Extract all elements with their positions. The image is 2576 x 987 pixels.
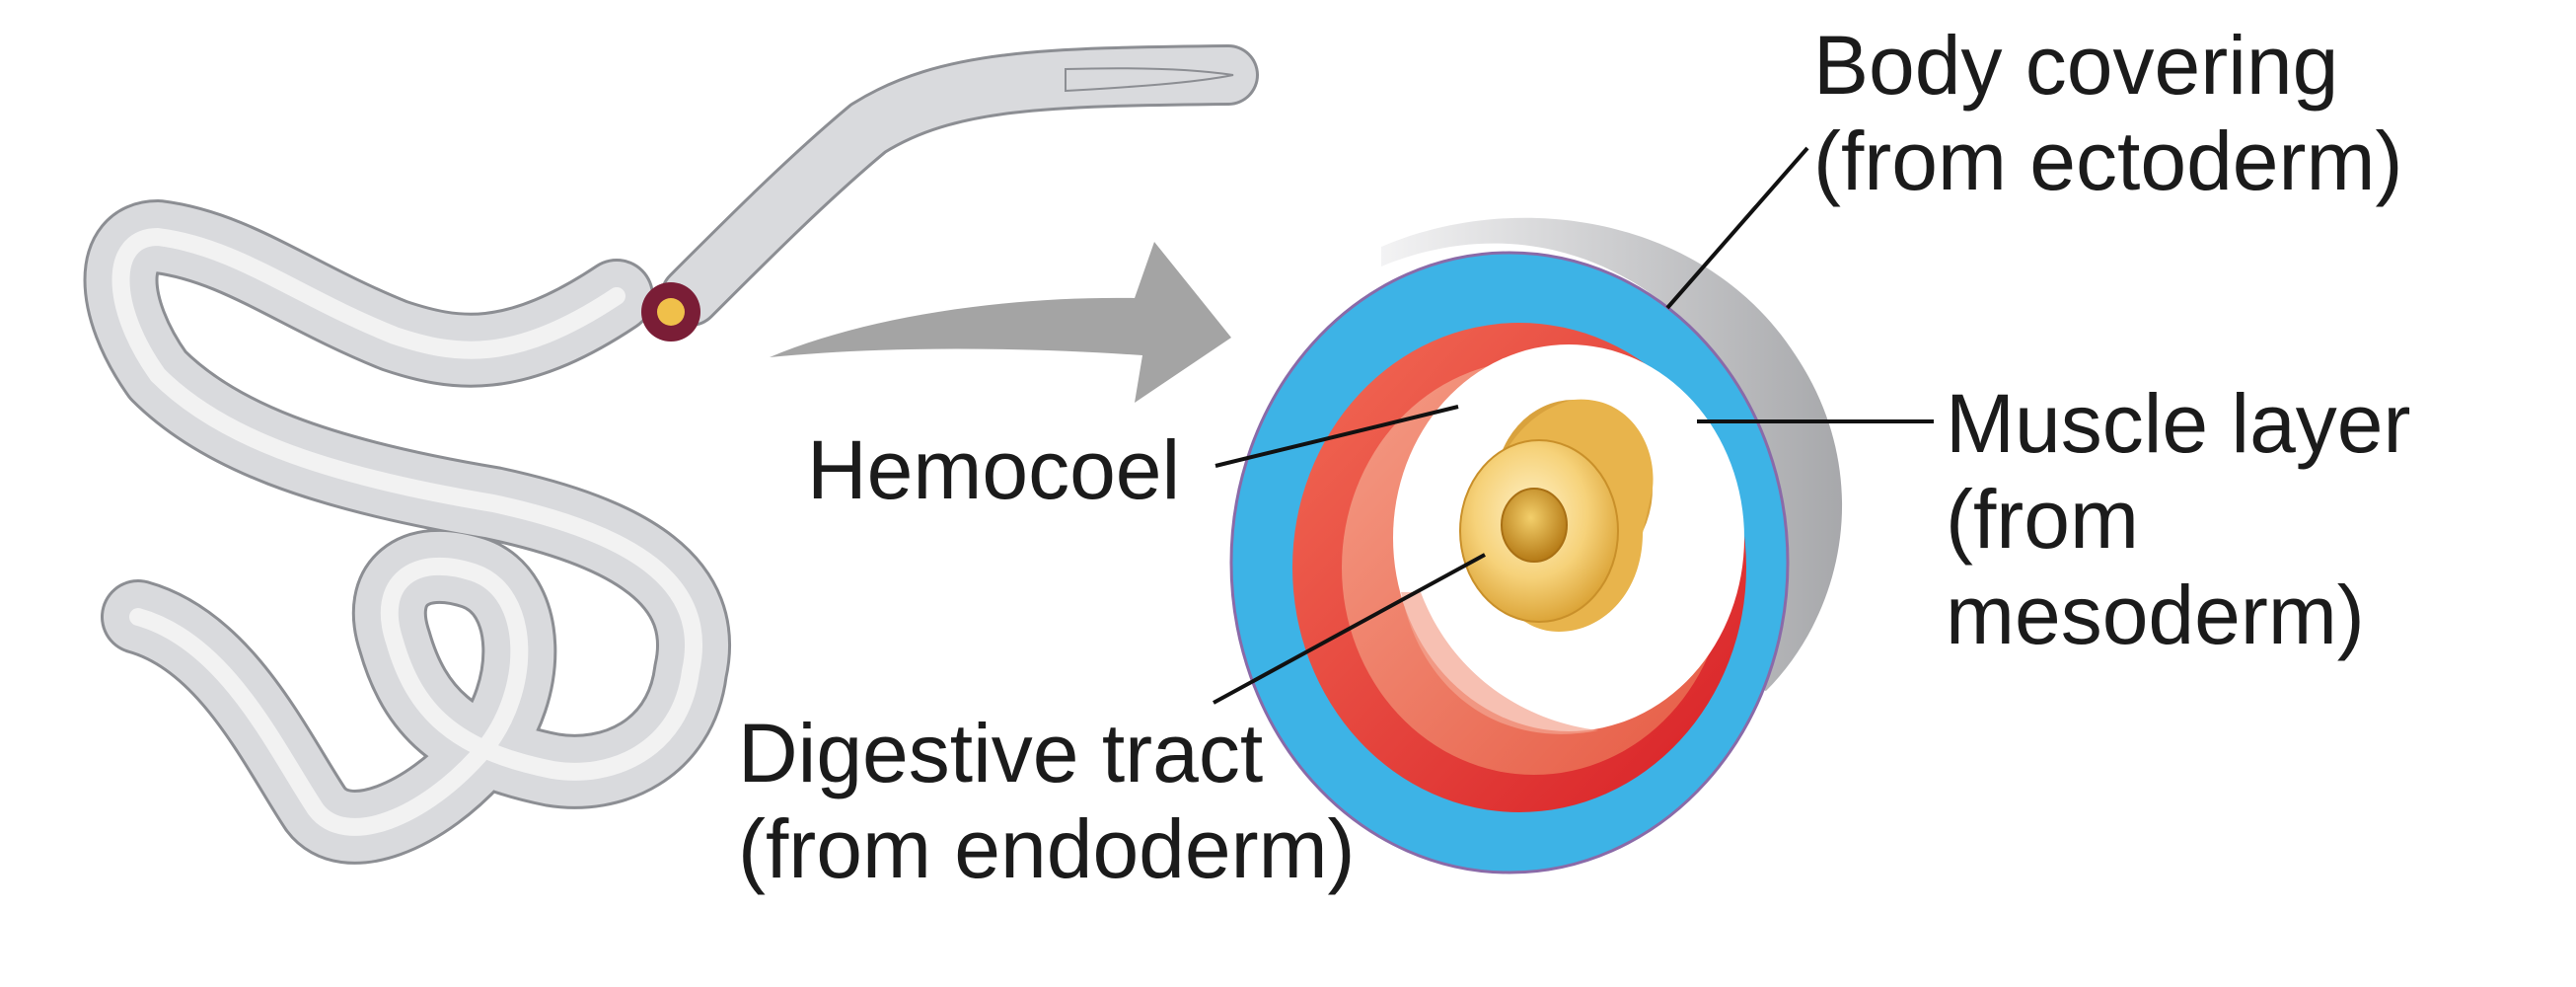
- label-hemocoel: Hemocoel: [807, 423, 1180, 516]
- label-muscle-layer-line2: (from: [1946, 473, 2139, 566]
- label-muscle-layer-line3: mesoderm): [1946, 569, 2365, 661]
- label-body-covering-line1: Body covering: [1813, 19, 2338, 112]
- leader-body-covering: [1665, 146, 1809, 310]
- digestive-tract-lumen: [1501, 488, 1568, 563]
- body-covering-rim: [1381, 217, 1843, 691]
- roundworm-illustration: [83, 44, 1259, 865]
- label-body-covering: Body covering (from ectoderm): [1813, 19, 2402, 207]
- worm-body-highlight: [111, 228, 703, 836]
- label-muscle-layer-line1: Muscle layer: [1946, 377, 2410, 470]
- magnify-arrow: [770, 242, 1231, 403]
- label-muscle-layer: Muscle layer (from mesoderm): [1946, 377, 2434, 661]
- label-digestive-tract-line2: (from endoderm): [738, 802, 1356, 895]
- cross-section: [1229, 217, 1843, 874]
- label-digestive-tract-line1: Digestive tract: [738, 707, 1263, 799]
- leader-hemocoel: [1214, 405, 1459, 468]
- label-digestive-tract: Digestive tract (from endoderm): [738, 707, 1356, 895]
- leader-lines: [1213, 146, 1934, 705]
- worm-cut-end-gut: [657, 298, 685, 326]
- leader-digestive-tract: [1213, 553, 1486, 705]
- label-body-covering-line2: (from ectoderm): [1813, 114, 2402, 207]
- label-hemocoel-line1: Hemocoel: [807, 423, 1180, 516]
- worm-tail-tip: [1065, 67, 1234, 93]
- hemocoel-shadow: [1401, 592, 1598, 734]
